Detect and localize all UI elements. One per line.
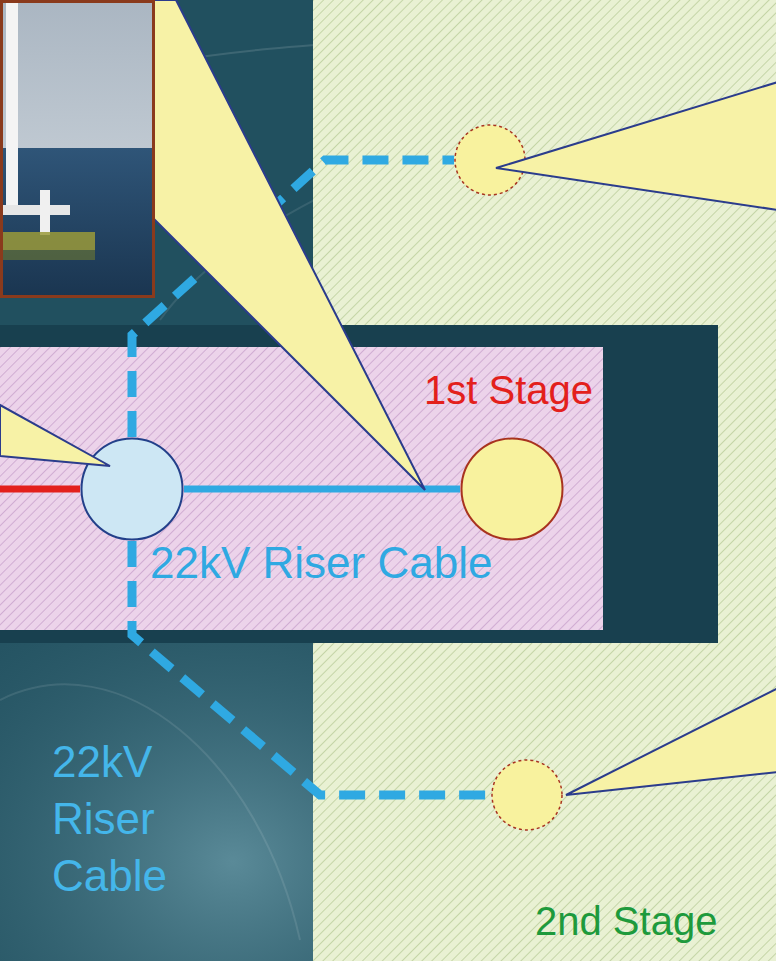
export-cable — [0, 486, 80, 493]
turbine-site-outline — [491, 759, 563, 831]
cable-label: 22kV Riser Cable — [52, 733, 184, 905]
callout-pointer — [0, 405, 110, 466]
turbine-site — [460, 437, 564, 541]
turbine-photo — [0, 0, 155, 298]
turbine-site — [454, 124, 526, 196]
stage-label: 1st Stage — [424, 367, 593, 413]
edge-label: 22kV Riser Cable — [150, 538, 492, 589]
callout-pointer — [566, 688, 776, 795]
stage-label: 2nd Stage — [535, 898, 717, 944]
turbine-site-outline — [460, 437, 564, 541]
substation-circle-outline — [80, 437, 184, 541]
riser-cable — [184, 486, 460, 493]
turbine-site-outline — [454, 124, 526, 196]
callout-pointer — [140, 0, 425, 490]
substation-circle — [80, 437, 184, 541]
turbine-site — [491, 759, 563, 831]
callout-pointer — [496, 82, 776, 210]
